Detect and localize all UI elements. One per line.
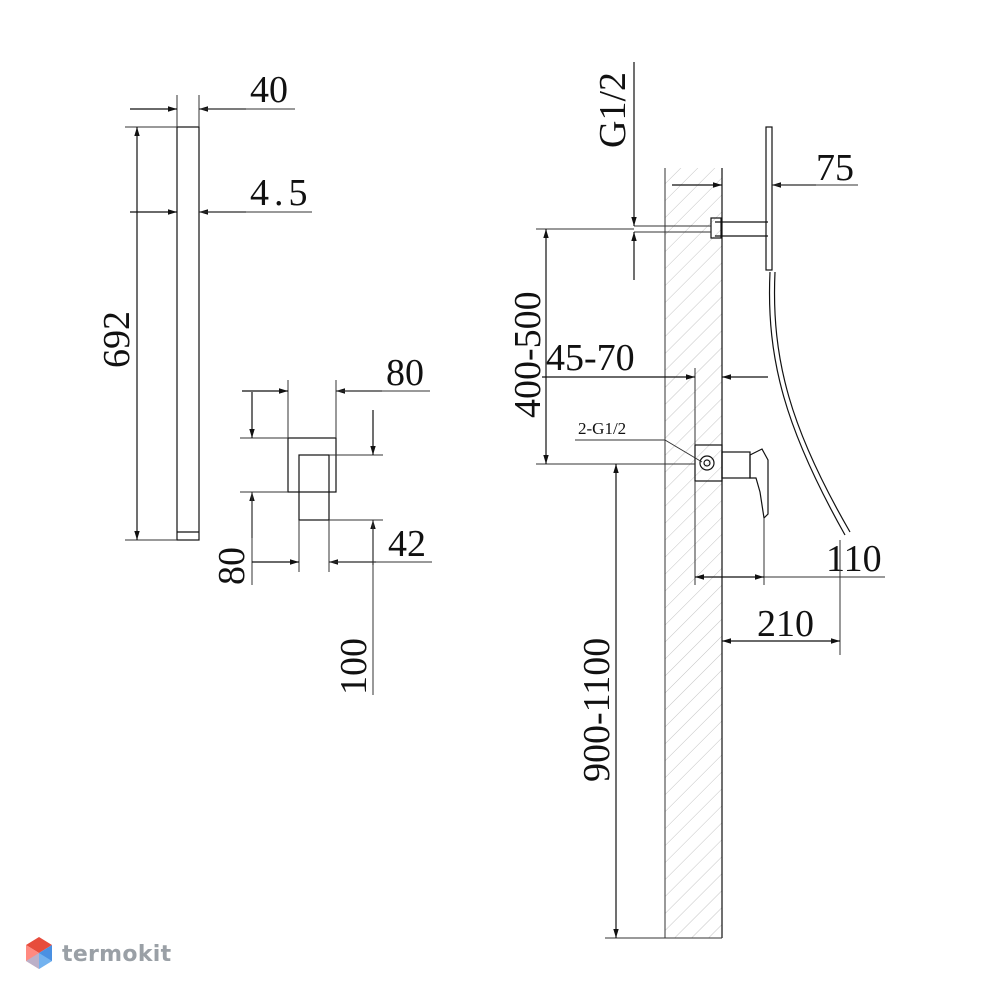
dim-arm-depth: 75 [672, 147, 858, 189]
dim-mixer-lever-depth: 100 [329, 410, 383, 695]
rain-head-body [176, 126, 200, 541]
shower-hose [768, 271, 846, 536]
mixer-body [721, 451, 751, 479]
mixer-lever [298, 454, 330, 521]
label-arm-depth: 75 [816, 147, 854, 189]
label-mixer-plate-height: 80 [211, 547, 253, 585]
label-rain-head-thickness: 4.5 [250, 172, 313, 214]
dim-rain-head-width: 40 [130, 69, 295, 127]
label-recess-depth: 45-70 [546, 337, 635, 379]
dim-mixer-plate-height: 80 [211, 392, 288, 585]
mixer-lever-side [749, 448, 769, 520]
label-rain-head-length: 692 [96, 311, 138, 368]
dim-rain-head-length: 692 [96, 126, 177, 541]
termokit-logo-icon [26, 937, 52, 969]
label-mixer-lever-depth: 100 [333, 638, 375, 695]
watermark-brand-text: termokit [62, 941, 172, 967]
label-inlet-thread: G1/2 [592, 72, 634, 148]
label-mixer-height-range: 900-1100 [576, 638, 618, 782]
wall-section [665, 168, 722, 938]
dim-inlet-thread: G1/2 [592, 62, 637, 280]
dim-recess-depth: 45-70 [542, 337, 768, 445]
label-mixer-projection: 110 [826, 538, 882, 580]
rain-head-view: 40 4.5 692 [96, 69, 313, 541]
dim-mixer-lever-width: 42 [252, 520, 432, 572]
mixer-front-view: 80 80 42 100 [211, 352, 432, 695]
dim-total-projection: 210 [722, 540, 841, 655]
termokit-watermark: termokit [24, 934, 171, 974]
label-head-height-range: 400-500 [507, 291, 549, 418]
dim-mixer-inlets: 2-G1/2 [575, 419, 703, 463]
mixer-plate [287, 437, 337, 493]
dim-mixer-plate-width: 80 [242, 352, 430, 438]
label-mixer-inlets: 2-G1/2 [578, 419, 626, 438]
dim-mixer-projection: 110 [694, 481, 885, 585]
dim-rain-head-thickness: 4.5 [130, 172, 313, 215]
arm-flange [710, 217, 722, 239]
label-mixer-plate-width: 80 [386, 352, 424, 394]
label-mixer-lever-width: 42 [388, 523, 426, 565]
head-plate [765, 126, 773, 271]
mixer-inlet-circle [699, 455, 715, 471]
label-rain-head-width: 40 [250, 69, 288, 111]
dim-mixer-height-range: 900-1100 [576, 464, 665, 939]
installation-side-view: G1/2 75 400-500 45-70 2-G1/2 [507, 62, 885, 939]
label-total-projection: 210 [757, 603, 814, 645]
